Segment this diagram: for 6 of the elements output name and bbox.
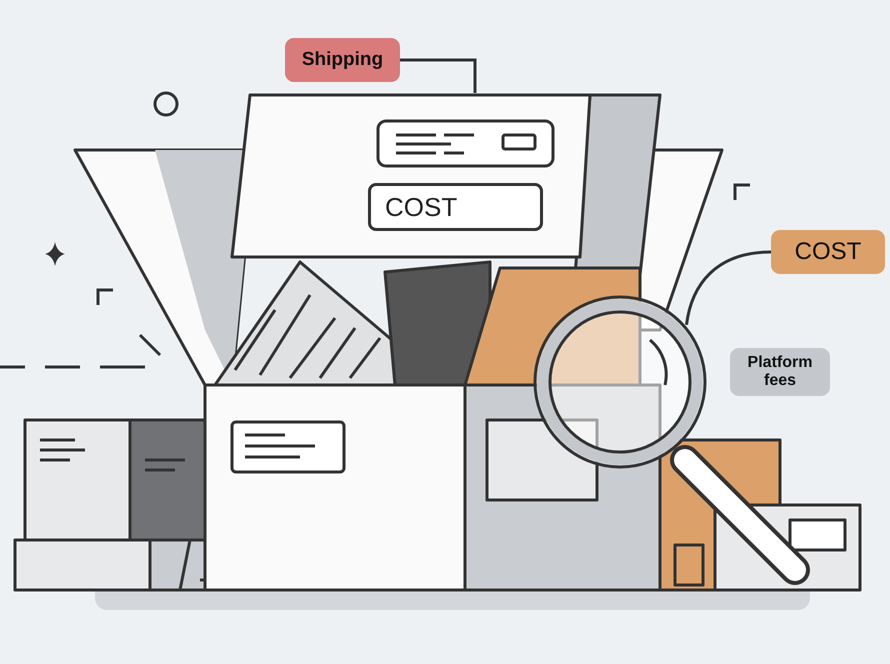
leader-line [685,250,772,326]
platform-fees-tag: Platform fees [730,348,830,396]
label-slip: COST [368,183,543,231]
leader-line [400,58,476,93]
shipping-tag: Shipping [285,38,400,82]
cost-tag: COST [771,230,885,274]
